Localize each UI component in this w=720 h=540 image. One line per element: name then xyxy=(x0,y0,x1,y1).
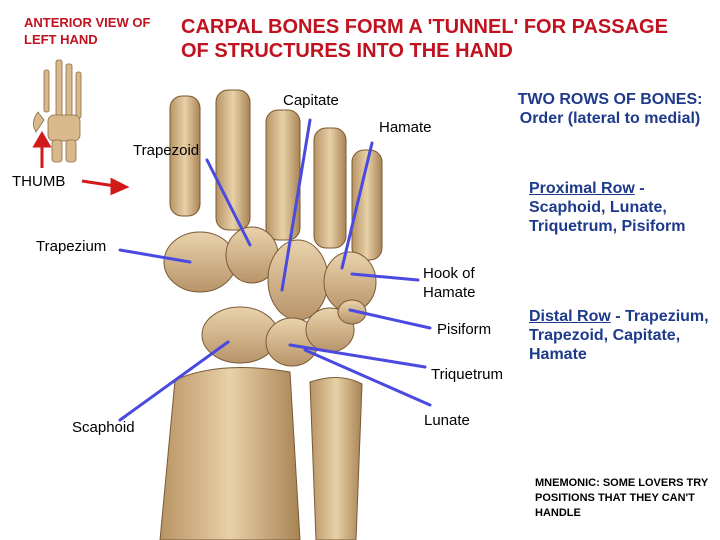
label-triquetrum: Triquetrum xyxy=(431,366,503,383)
label-hook-of-hamate-line1: Hook of xyxy=(423,265,475,282)
rows-heading: TWO ROWS OF BONES: Order (lateral to med… xyxy=(517,91,703,127)
carpal-bones-image xyxy=(159,89,383,540)
label-thumb: THUMB xyxy=(12,173,66,190)
proximal-row-title: Proximal Row xyxy=(529,180,635,197)
distal-row-separator: - xyxy=(610,308,626,325)
page-title: CARPAL BONES FORM A 'TUNNEL' FOR PASSAGE… xyxy=(181,16,668,62)
distal-row-list: Trapezium, Trapezoid, Capitate, Hamate xyxy=(529,308,709,363)
label-pisiform: Pisiform xyxy=(437,321,492,338)
proximal-row-list: Scaphoid, Lunate, Triquetrum, Pisiform xyxy=(529,199,686,235)
proximal-row-separator: - xyxy=(634,180,645,197)
hand-thumbnail xyxy=(33,59,82,163)
proximal-row-block: Proximal Row - Scaphoid, Lunate, Triquet… xyxy=(529,179,719,236)
label-lunate: Lunate xyxy=(424,412,470,429)
thumb-arrows xyxy=(32,131,130,196)
label-trapezoid: Trapezoid xyxy=(133,142,200,159)
pointer-arrows xyxy=(118,118,432,422)
view-label: ANTERIOR VIEW OF LEFT HAND xyxy=(24,15,151,47)
label-hook-of-hamate-line2: Hamate xyxy=(423,284,476,301)
distal-row-block: Distal Row - Trapezium, Trapezoid, Capit… xyxy=(529,307,719,364)
label-trapezium: Trapezium xyxy=(36,238,107,255)
distal-row-title: Distal Row xyxy=(529,308,611,325)
label-capitate: Capitate xyxy=(283,92,339,109)
label-hamate: Hamate xyxy=(379,119,432,136)
mnemonic-text: MNEMONIC: SOME LOVERS TRY POSITIONS THAT… xyxy=(535,477,708,519)
label-scaphoid: Scaphoid xyxy=(72,419,135,436)
